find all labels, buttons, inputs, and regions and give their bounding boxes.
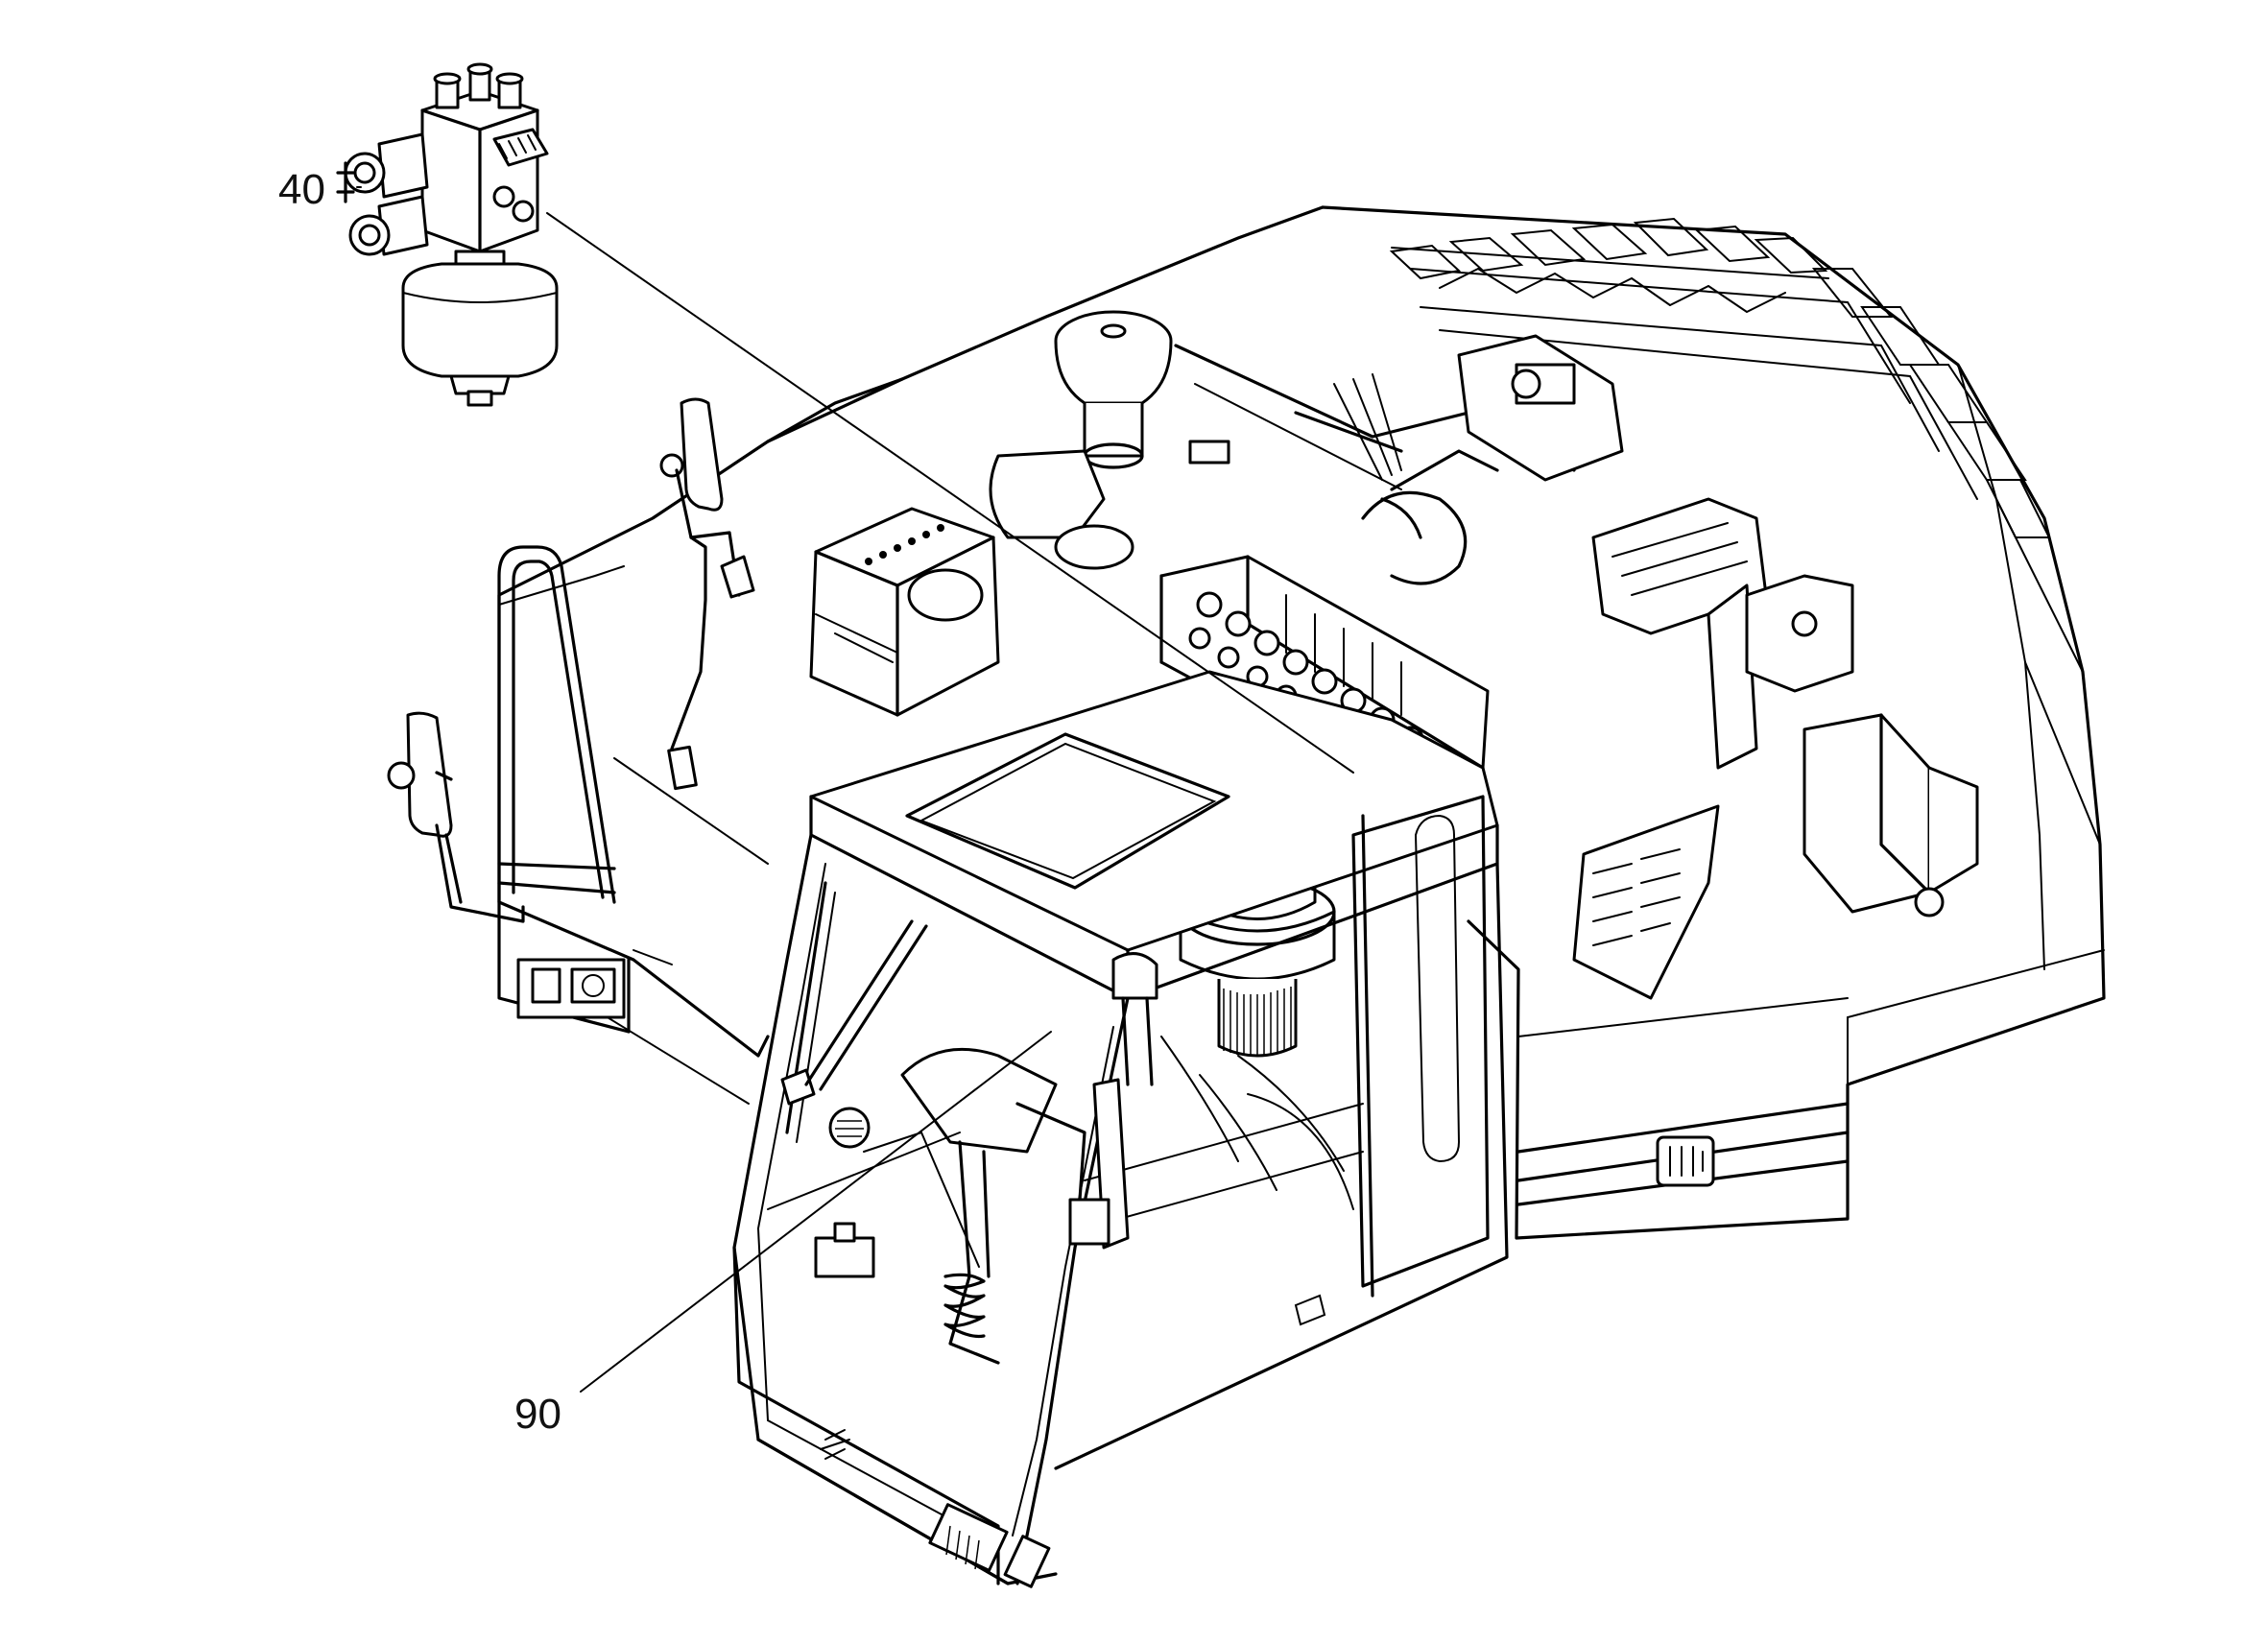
air-filter [989,310,1173,570]
left-mirror [387,711,525,923]
part-40-valve-accumulator [336,62,559,407]
callout-90: 90 [514,1391,561,1438]
leader-lines [356,186,1354,1393]
battery [809,507,1000,717]
engine-components [1174,334,1979,1000]
handrail [497,545,616,904]
upper-structure-deck [497,377,904,1105]
callout-40: 40 [278,166,325,213]
engine-hood [766,205,2106,1240]
right-mirror [659,397,755,791]
operator-cab [732,670,1509,1588]
